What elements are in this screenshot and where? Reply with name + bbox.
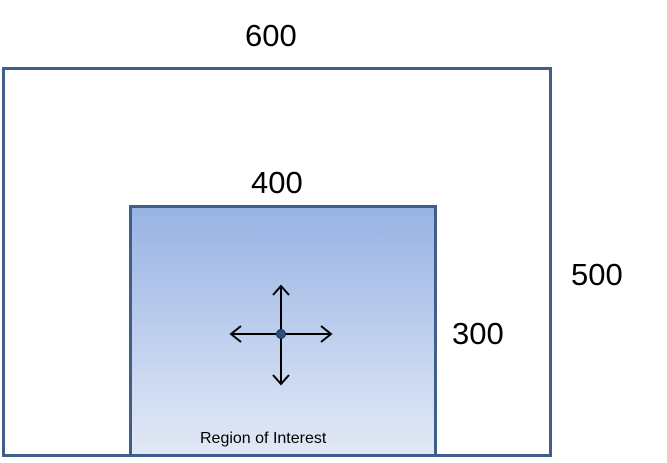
inner-width-label: 400	[251, 165, 303, 200]
move-arrows-icon[interactable]	[226, 281, 336, 389]
region-of-interest-label: Region of Interest	[200, 430, 327, 447]
outer-width-label: 600	[245, 18, 297, 53]
center-dot-icon	[276, 329, 286, 339]
outer-height-label: 500	[571, 257, 623, 292]
up-arrowhead-icon	[272, 284, 290, 296]
inner-height-label: 300	[452, 316, 504, 351]
down-arrowhead-icon	[272, 374, 290, 386]
left-arrowhead-icon	[229, 325, 242, 343]
right-arrowhead-icon	[320, 325, 333, 343]
